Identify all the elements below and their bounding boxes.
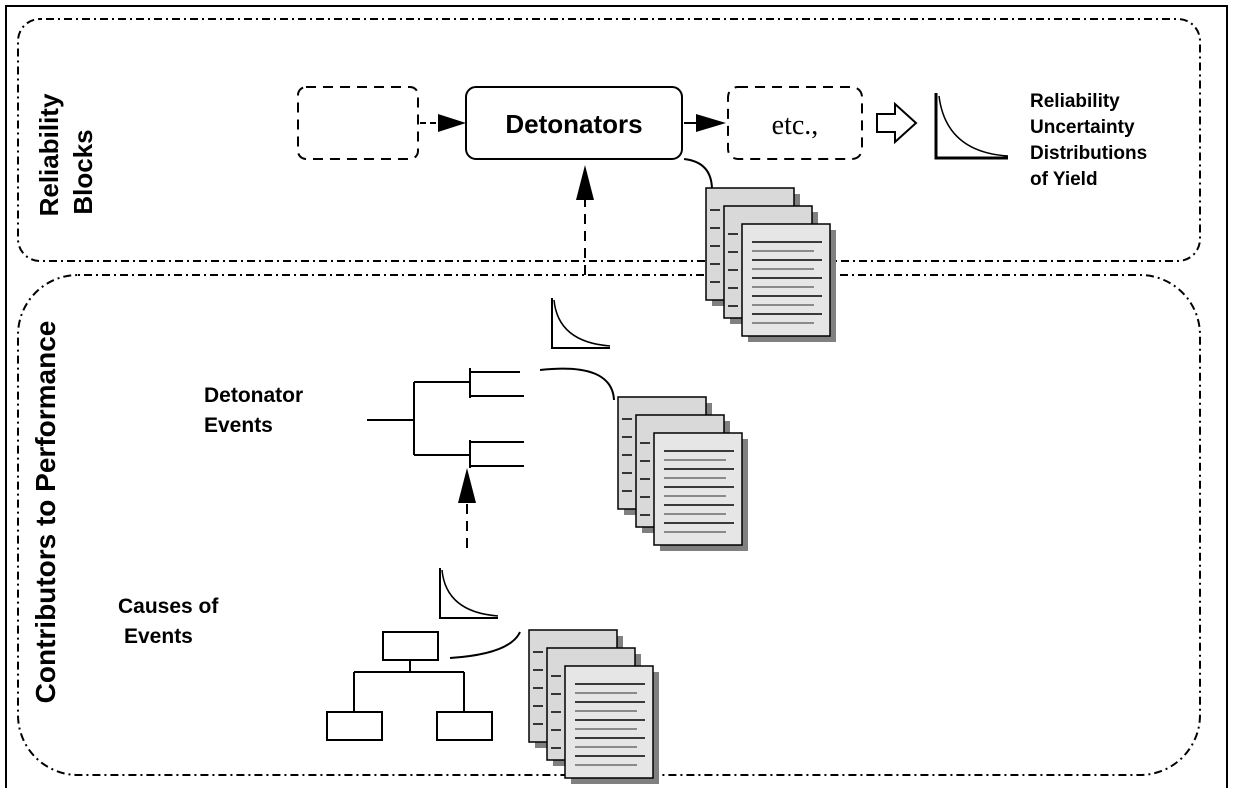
arrow-up-to-detonators [576,165,594,275]
output-label-line3: Distributions [1030,143,1147,164]
outer-frame [5,5,1228,793]
detonators-block [465,86,683,160]
fault-tree-doc-connector [539,367,615,401]
detonator-events-fault-tree [367,368,524,468]
arrow-up-to-fault-tree [458,468,476,548]
etc-block [727,86,863,160]
arrow-to-detonators [420,114,466,132]
detonator-events-line1: Detonator [204,384,303,407]
output-label-line1: Reliability [1030,91,1120,112]
events-document-stack-icon [617,396,749,552]
event-distribution-icon [551,297,611,349]
reliability-blocks-label-line1: Reliability [34,93,64,216]
reliability-blocks-label-line2: Blocks [68,129,98,214]
contributors-label: Contributors to Performance [30,321,61,704]
etc-label: etc., [772,110,819,141]
causes-doc-connector [449,631,521,659]
empty-block [297,86,419,160]
hollow-arrow-icon [876,101,918,145]
output-label-line2: Uncertainty [1030,117,1135,138]
causes-tree [326,631,493,741]
detonators-document-stack-icon [705,187,837,343]
causes-document-stack-icon [528,629,660,785]
causes-of-events-line1: Causes of [118,595,219,618]
detonators-doc-connector [683,158,713,191]
output-label-line4: of Yield [1030,169,1098,190]
output-label: Reliability Uncertainty Distributions of… [1030,91,1147,190]
causes-of-events-line2: Events [124,625,193,648]
yield-distribution-icon [934,93,1009,160]
reliability-blocks-region [17,18,1201,262]
causes-distribution-icon [439,567,499,619]
arrow-to-etc [684,114,726,132]
detonator-events-line2: Events [204,414,273,437]
detonators-label: Detonators [505,109,642,139]
